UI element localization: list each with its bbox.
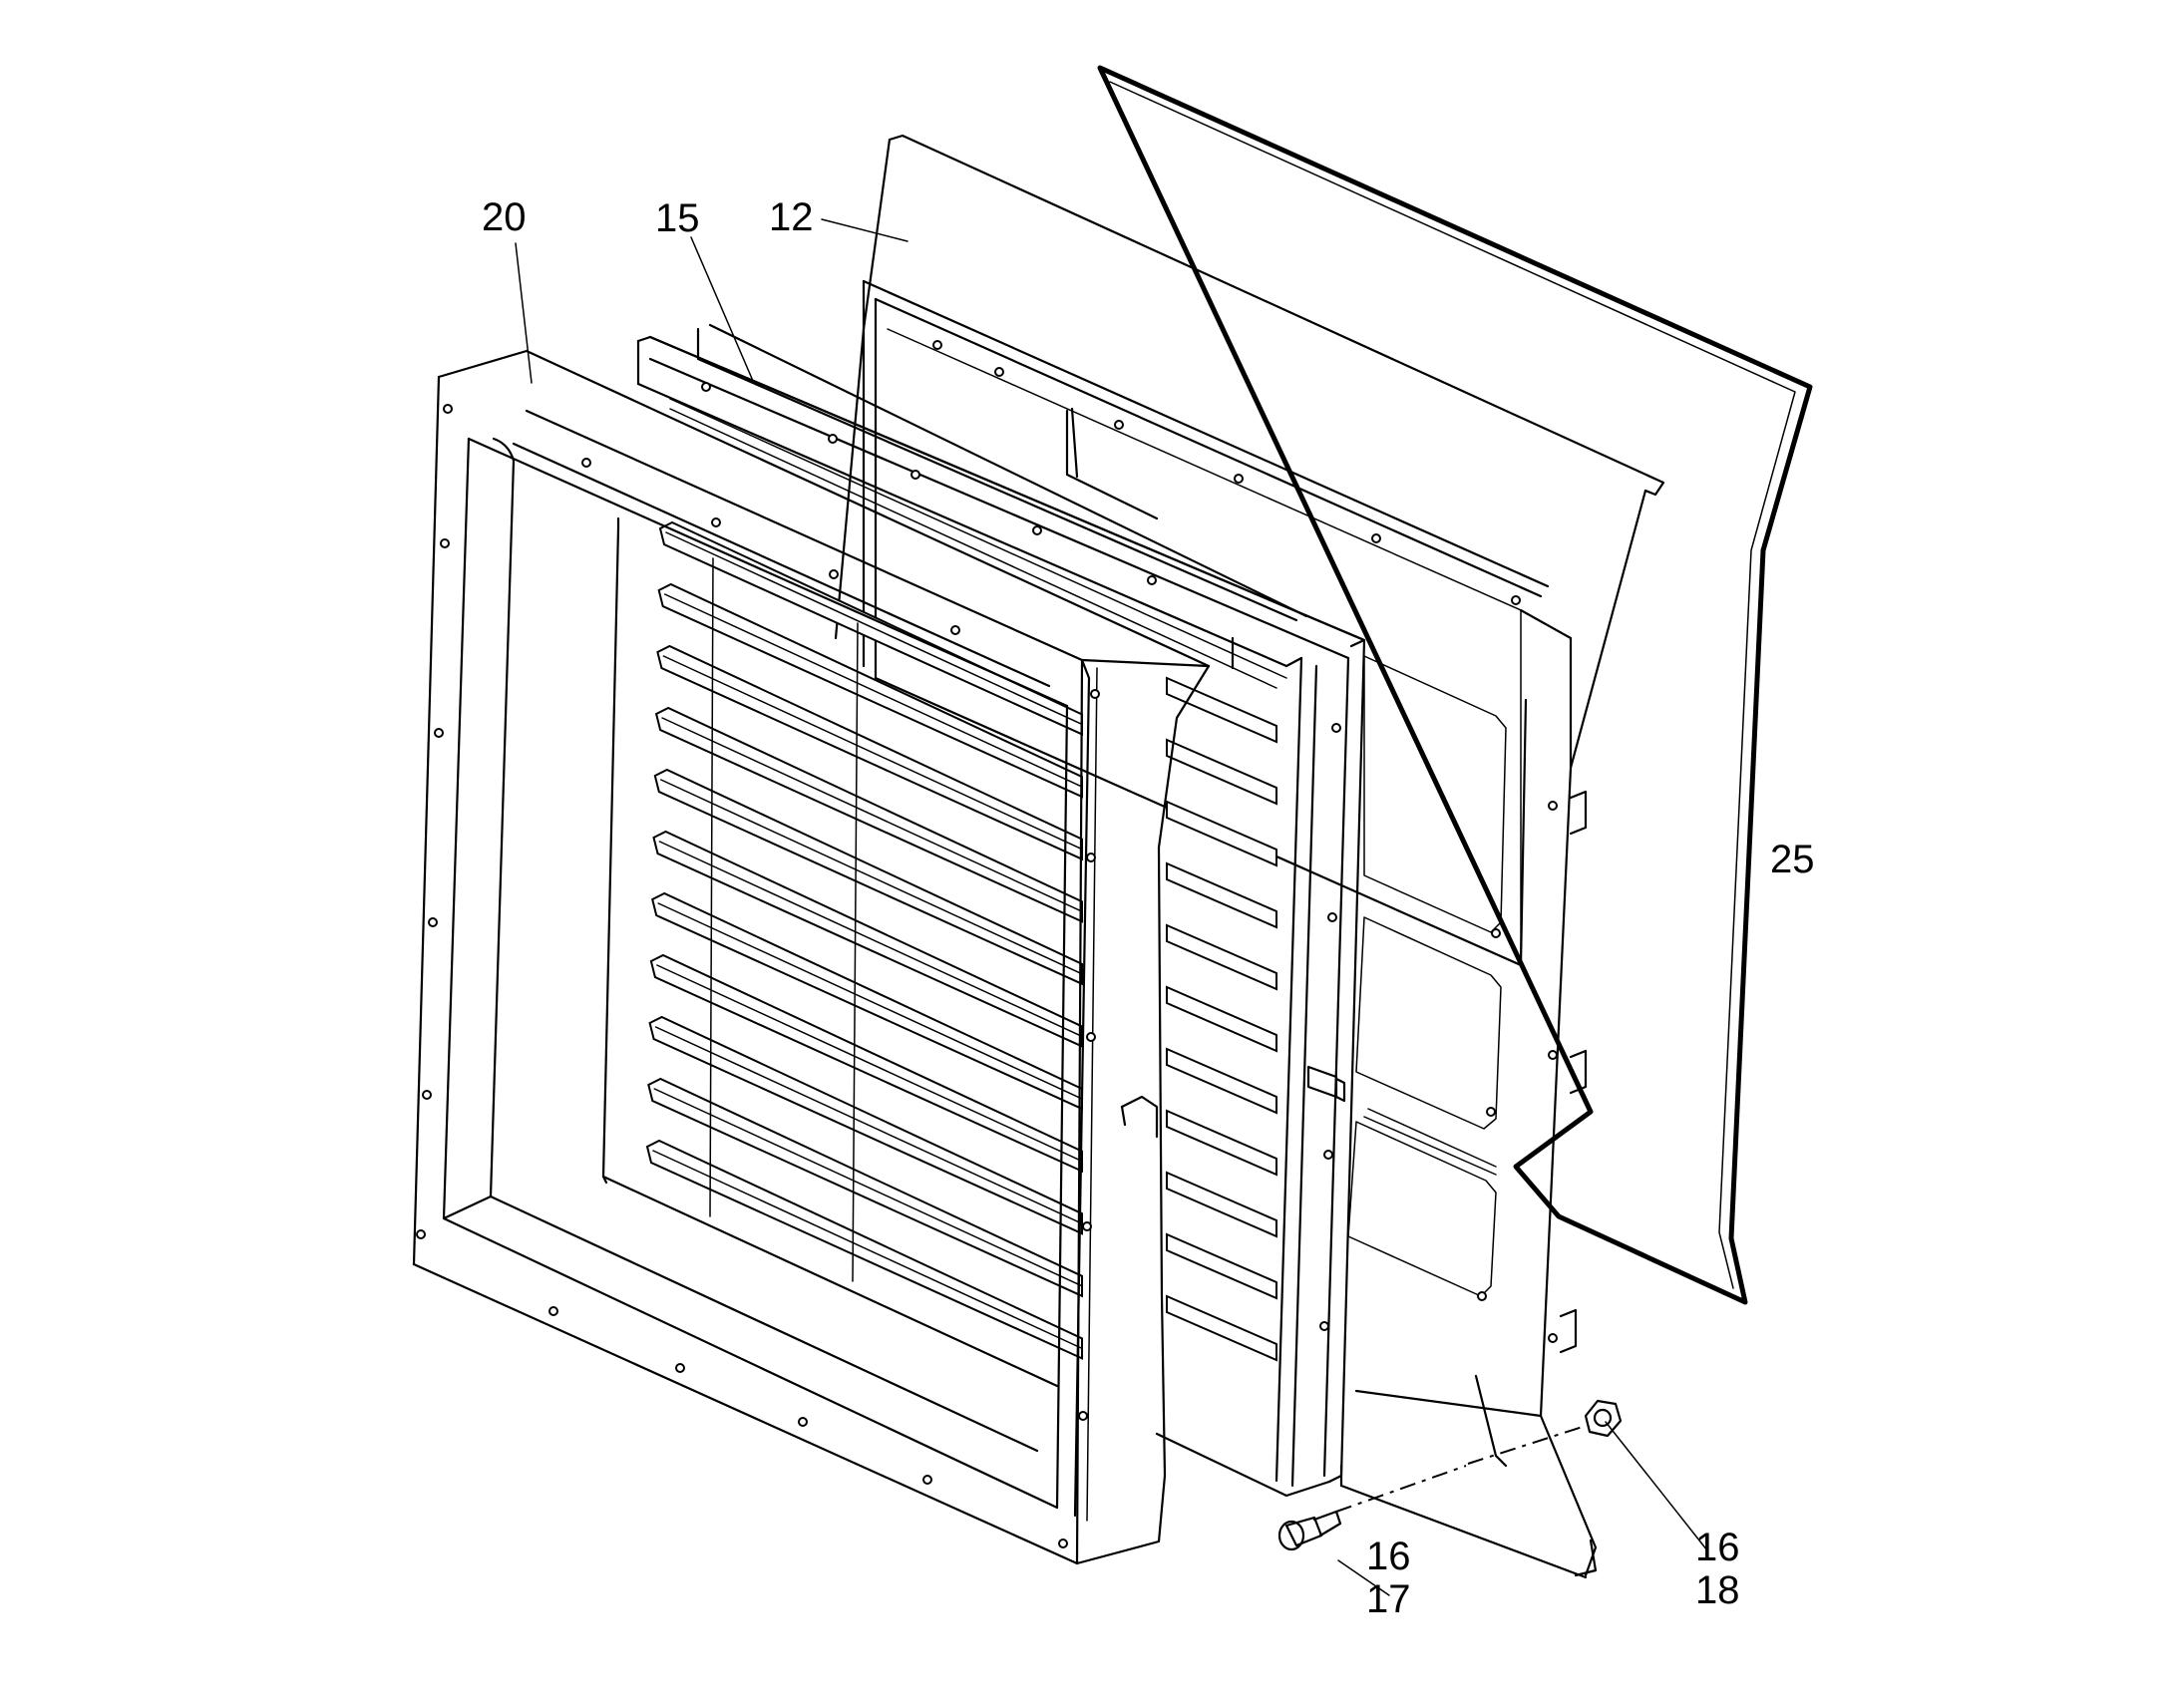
housing-holes	[932, 340, 1558, 1343]
callout-15: 15	[655, 196, 700, 240]
louver-frame-holes	[701, 382, 1341, 1331]
callout-12: 12	[769, 195, 814, 239]
front-frame-holes	[416, 404, 1100, 1548]
louver-support	[852, 622, 859, 1282]
callout-18: 18	[1695, 1568, 1740, 1612]
louver-slat-edge	[662, 655, 1083, 851]
louver-slat-edge	[665, 531, 1083, 726]
louver-slat-rear	[1166, 1109, 1277, 1177]
callout-25: 25	[1770, 838, 1815, 881]
housing-hood	[834, 134, 1665, 1579]
louver-slat-rear	[1166, 1232, 1277, 1300]
louver-slat-rear	[1166, 800, 1277, 867]
louver-slat-rear	[1166, 738, 1277, 806]
louver-slat-rear	[1166, 676, 1277, 744]
louver-slat-rear	[1166, 1047, 1277, 1115]
louver-frame	[636, 323, 1366, 1498]
louver-slats	[645, 520, 1277, 1362]
callout-16-bolt: 16	[1366, 1535, 1411, 1578]
callout-17: 17	[1366, 1577, 1411, 1621]
louver-slat-edge	[661, 717, 1083, 912]
louver-slat-rear	[1166, 861, 1277, 929]
louver-slat-edge	[663, 593, 1083, 788]
callout-16-nut: 16	[1695, 1526, 1740, 1569]
louver-slat-rear	[1166, 985, 1277, 1053]
louver-slat-rear	[1166, 923, 1277, 991]
louver-support	[709, 557, 714, 1217]
bolt-hardware	[1277, 1465, 1467, 1551]
callout-20: 20	[482, 195, 527, 239]
front-frame	[412, 349, 1211, 1565]
louver-slat-rear	[1166, 1171, 1277, 1238]
louver-slat-rear	[1166, 1294, 1277, 1362]
leader-lines	[515, 218, 1708, 1596]
louver-slat-edge	[656, 964, 1083, 1163]
gasket-seal	[1097, 65, 1813, 1305]
callout-labels: 20 15 12 25 16 17 16 18	[482, 195, 1815, 1621]
louver-slat-edge	[653, 1088, 1083, 1287]
louver-slat-edge	[660, 779, 1083, 975]
louver-slat-edge	[652, 1150, 1083, 1350]
louver-slat-edge	[657, 902, 1083, 1100]
louver-slat-edge	[658, 841, 1083, 1038]
nut-hardware	[1467, 1399, 1623, 1465]
louver-slat-edge	[654, 1026, 1083, 1224]
